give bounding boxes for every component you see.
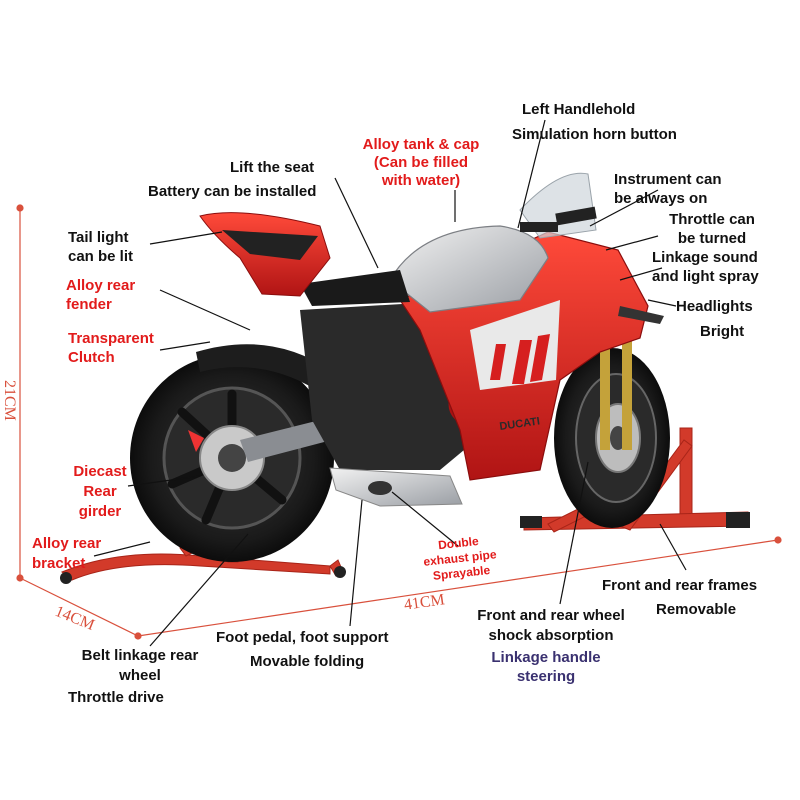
label-transparent-clutch-line-1: Transparent bbox=[68, 330, 154, 347]
label-instrument-line-1: Instrument can bbox=[614, 171, 722, 188]
label-front-rear-frames: Front and rear frames bbox=[602, 577, 758, 594]
label-left-handlehold: Left Handlehold bbox=[522, 101, 636, 118]
dimension-height: 21CM bbox=[1, 380, 18, 421]
label-foot-pedal: Foot pedal, foot support bbox=[216, 629, 389, 646]
label-linkage-sound: Linkage sound and light spray bbox=[652, 248, 759, 286]
label-belt-linkage-line-1: Belt linkage rear bbox=[81, 647, 199, 664]
label-tail-light-line-1: Tail light bbox=[68, 229, 129, 246]
label-linkage-sound-line-1: Linkage sound bbox=[652, 249, 758, 266]
fuel-tank bbox=[389, 225, 549, 313]
model-text: DUCATI bbox=[499, 415, 541, 433]
exhaust bbox=[329, 467, 463, 507]
label-belt-linkage: Belt linkage rear wheel bbox=[60, 646, 220, 686]
label-bright: Bright bbox=[700, 323, 745, 340]
label-alloy-rear-fender-line-1: Alloy rear bbox=[66, 277, 136, 294]
label-horn-button: Simulation horn button bbox=[512, 126, 677, 143]
leader-lines bbox=[93, 119, 687, 647]
label-alloy-tank: Alloy tank & cap (Can be filled with wat… bbox=[346, 136, 496, 190]
label-diecast-girder: Diecast Rear girder bbox=[60, 462, 140, 522]
label-alloy-tank-line-1: Alloy tank & cap bbox=[362, 136, 480, 153]
label-lift-seat: Lift the seat bbox=[230, 159, 315, 176]
label-linkage-handle: Linkage handle steering bbox=[466, 648, 626, 686]
label-alloy-tank-line-2: (Can be filled bbox=[373, 154, 469, 171]
label-alloy-rear-bracket-line-2: bracket bbox=[32, 555, 86, 572]
label-instrument-line-2: be always on bbox=[614, 190, 708, 207]
label-instrument: Instrument can be always on bbox=[614, 170, 722, 208]
rear-wheel bbox=[130, 354, 334, 562]
label-movable-folding: Movable folding bbox=[250, 653, 365, 670]
label-shock-absorption-line-2: shock absorption bbox=[488, 627, 614, 644]
label-diecast-girder-line-1: Diecast bbox=[73, 463, 127, 480]
rear-fender bbox=[196, 344, 330, 392]
label-diecast-girder-line-2: Rear bbox=[83, 483, 117, 500]
label-tail-light-line-2: can be lit bbox=[68, 248, 134, 265]
label-alloy-rear-bracket-line-1: Alloy rear bbox=[32, 535, 102, 552]
label-alloy-rear-fender-line-2: fender bbox=[66, 296, 112, 313]
label-diecast-girder-line-3: girder bbox=[78, 503, 122, 520]
label-shock-absorption: Front and rear wheel shock absorption bbox=[456, 606, 646, 646]
label-belt-linkage-line-2: wheel bbox=[119, 667, 161, 684]
label-linkage-handle-line-2: steering bbox=[516, 668, 576, 685]
label-linkage-sound-line-2: and light spray bbox=[652, 268, 759, 285]
label-transparent-clutch-line-2: Clutch bbox=[68, 349, 115, 366]
label-throttle-line-1: Throttle can bbox=[669, 211, 755, 228]
label-alloy-rear-bracket: Alloy rear bracket bbox=[32, 534, 101, 574]
label-transparent-clutch: Transparent Clutch bbox=[68, 329, 154, 367]
label-alloy-tank-line-3: with water) bbox=[381, 172, 461, 189]
label-headlights: Headlights bbox=[676, 298, 753, 315]
label-throttle: Throttle can be turned bbox=[654, 210, 770, 248]
label-alloy-rear-fender: Alloy rear fender bbox=[66, 276, 135, 314]
label-shock-absorption-line-1: Front and rear wheel bbox=[477, 607, 625, 624]
label-throttle-drive: Throttle drive bbox=[68, 689, 164, 706]
front-wheel bbox=[554, 330, 670, 528]
dimension-lines bbox=[16, 204, 782, 640]
seat bbox=[300, 270, 410, 306]
label-linkage-handle-line-1: Linkage handle bbox=[491, 649, 601, 666]
label-battery: Battery can be installed bbox=[148, 183, 317, 200]
label-tail-light: Tail light can be lit bbox=[68, 228, 133, 266]
label-removable: Removable bbox=[656, 601, 737, 618]
label-throttle-line-2: be turned bbox=[677, 230, 747, 247]
